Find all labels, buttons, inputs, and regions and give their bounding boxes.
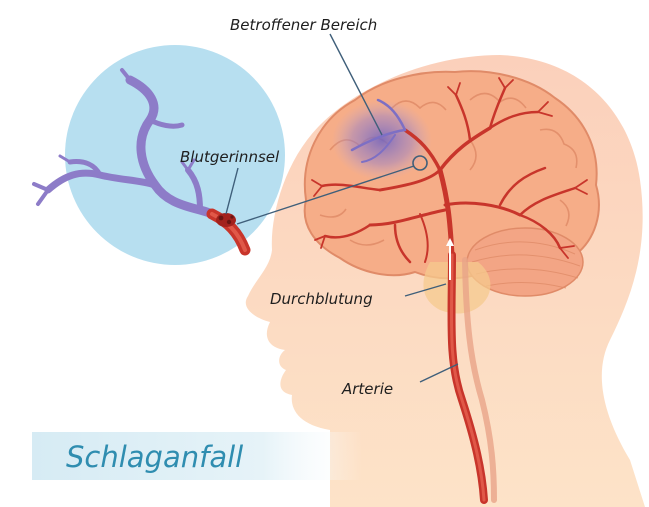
label-blood-flow: Durchblutung (270, 290, 373, 308)
page-title: Schlaganfall (66, 440, 243, 474)
label-affected-area: Betroffener Bereich (230, 16, 377, 34)
label-artery: Arterie (341, 380, 393, 398)
label-blood-clot: Blutgerinnsel (180, 148, 280, 166)
blood-clot (216, 213, 236, 227)
